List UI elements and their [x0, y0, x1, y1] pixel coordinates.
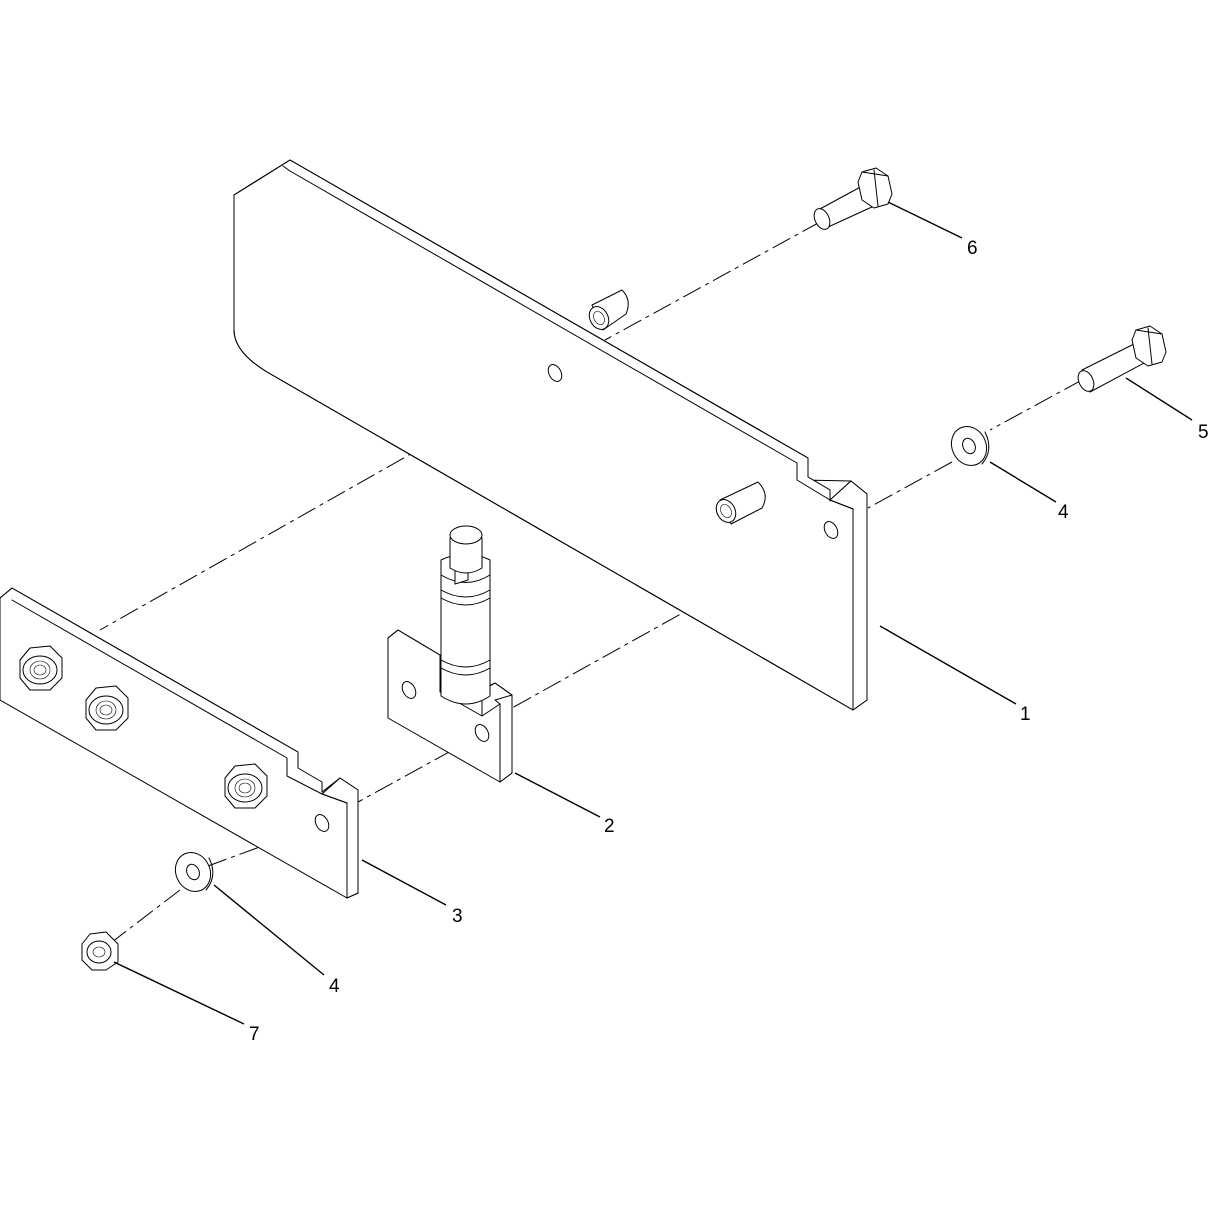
stud-nut-3	[224, 763, 268, 809]
bolt-5-head	[1131, 325, 1167, 367]
part-4-washer-upper	[950, 426, 990, 466]
centerline-bolt-5	[989, 379, 1083, 431]
centerline-washer-4-lower	[111, 889, 181, 943]
part-1-mounting-plate	[233, 159, 868, 711]
callout-1: 1	[1020, 704, 1031, 725]
part-5-bolt	[1077, 325, 1167, 393]
part-4-washer-lower	[174, 852, 214, 892]
hinge-pin-shaft	[440, 559, 491, 705]
callout-7: 7	[249, 1024, 260, 1045]
leader-5	[1125, 377, 1193, 421]
plate-1-left-edge	[233, 194, 854, 711]
callout-labels: 1 2 3 4 4 5 6 7	[249, 238, 1209, 1045]
plate-1-hole-right	[823, 521, 839, 539]
leader-lines	[113, 201, 1193, 1025]
callout-2: 2	[604, 816, 615, 837]
plate-3-top-edge	[0, 587, 299, 753]
stud-nut-1	[19, 645, 63, 691]
plate-1-front-face	[233, 159, 868, 711]
callout-3: 3	[452, 906, 463, 927]
callout-6: 6	[967, 238, 978, 259]
callout-4-upper: 4	[1058, 502, 1069, 523]
plate-1-inner-top	[282, 165, 291, 172]
hinge-pin-head	[449, 537, 483, 574]
hinge-pin-head-top	[449, 525, 483, 545]
centerline-mid-hole	[357, 733, 483, 803]
plate-1-hole-left	[547, 364, 563, 382]
plate-1-end-corner	[829, 499, 854, 510]
part-6-bolt	[813, 167, 893, 230]
leader-3	[361, 859, 447, 906]
bracket-2-top-edge	[387, 629, 441, 656]
leader-6	[887, 201, 963, 239]
dowel-pin-upper	[588, 289, 629, 331]
part-3-stud-plate	[0, 587, 359, 899]
bracket-2-hole-left	[401, 681, 417, 699]
leader-4-lower	[213, 884, 325, 976]
leader-7	[113, 961, 245, 1025]
callout-4-lower: 4	[329, 976, 340, 997]
plate-3-front-face	[0, 587, 359, 899]
centerline-washer-4-upper	[867, 461, 953, 509]
stud-nut-2	[85, 685, 129, 731]
leader-4-upper	[989, 461, 1057, 503]
centerline-bolt-6	[604, 221, 821, 341]
plate-3-hole	[314, 814, 330, 832]
part-2-hinge-bracket	[387, 525, 513, 783]
leader-2	[514, 772, 601, 818]
dowel-pin-lower	[715, 481, 766, 525]
bracket-2-hole-right	[474, 724, 490, 742]
bolt-6-head	[857, 167, 893, 209]
plate-1-top-edge	[233, 159, 809, 478]
leader-1	[879, 625, 1017, 705]
part-7-nut	[81, 931, 119, 971]
callout-5: 5	[1198, 422, 1209, 443]
bracket-2-end-face	[494, 694, 513, 783]
